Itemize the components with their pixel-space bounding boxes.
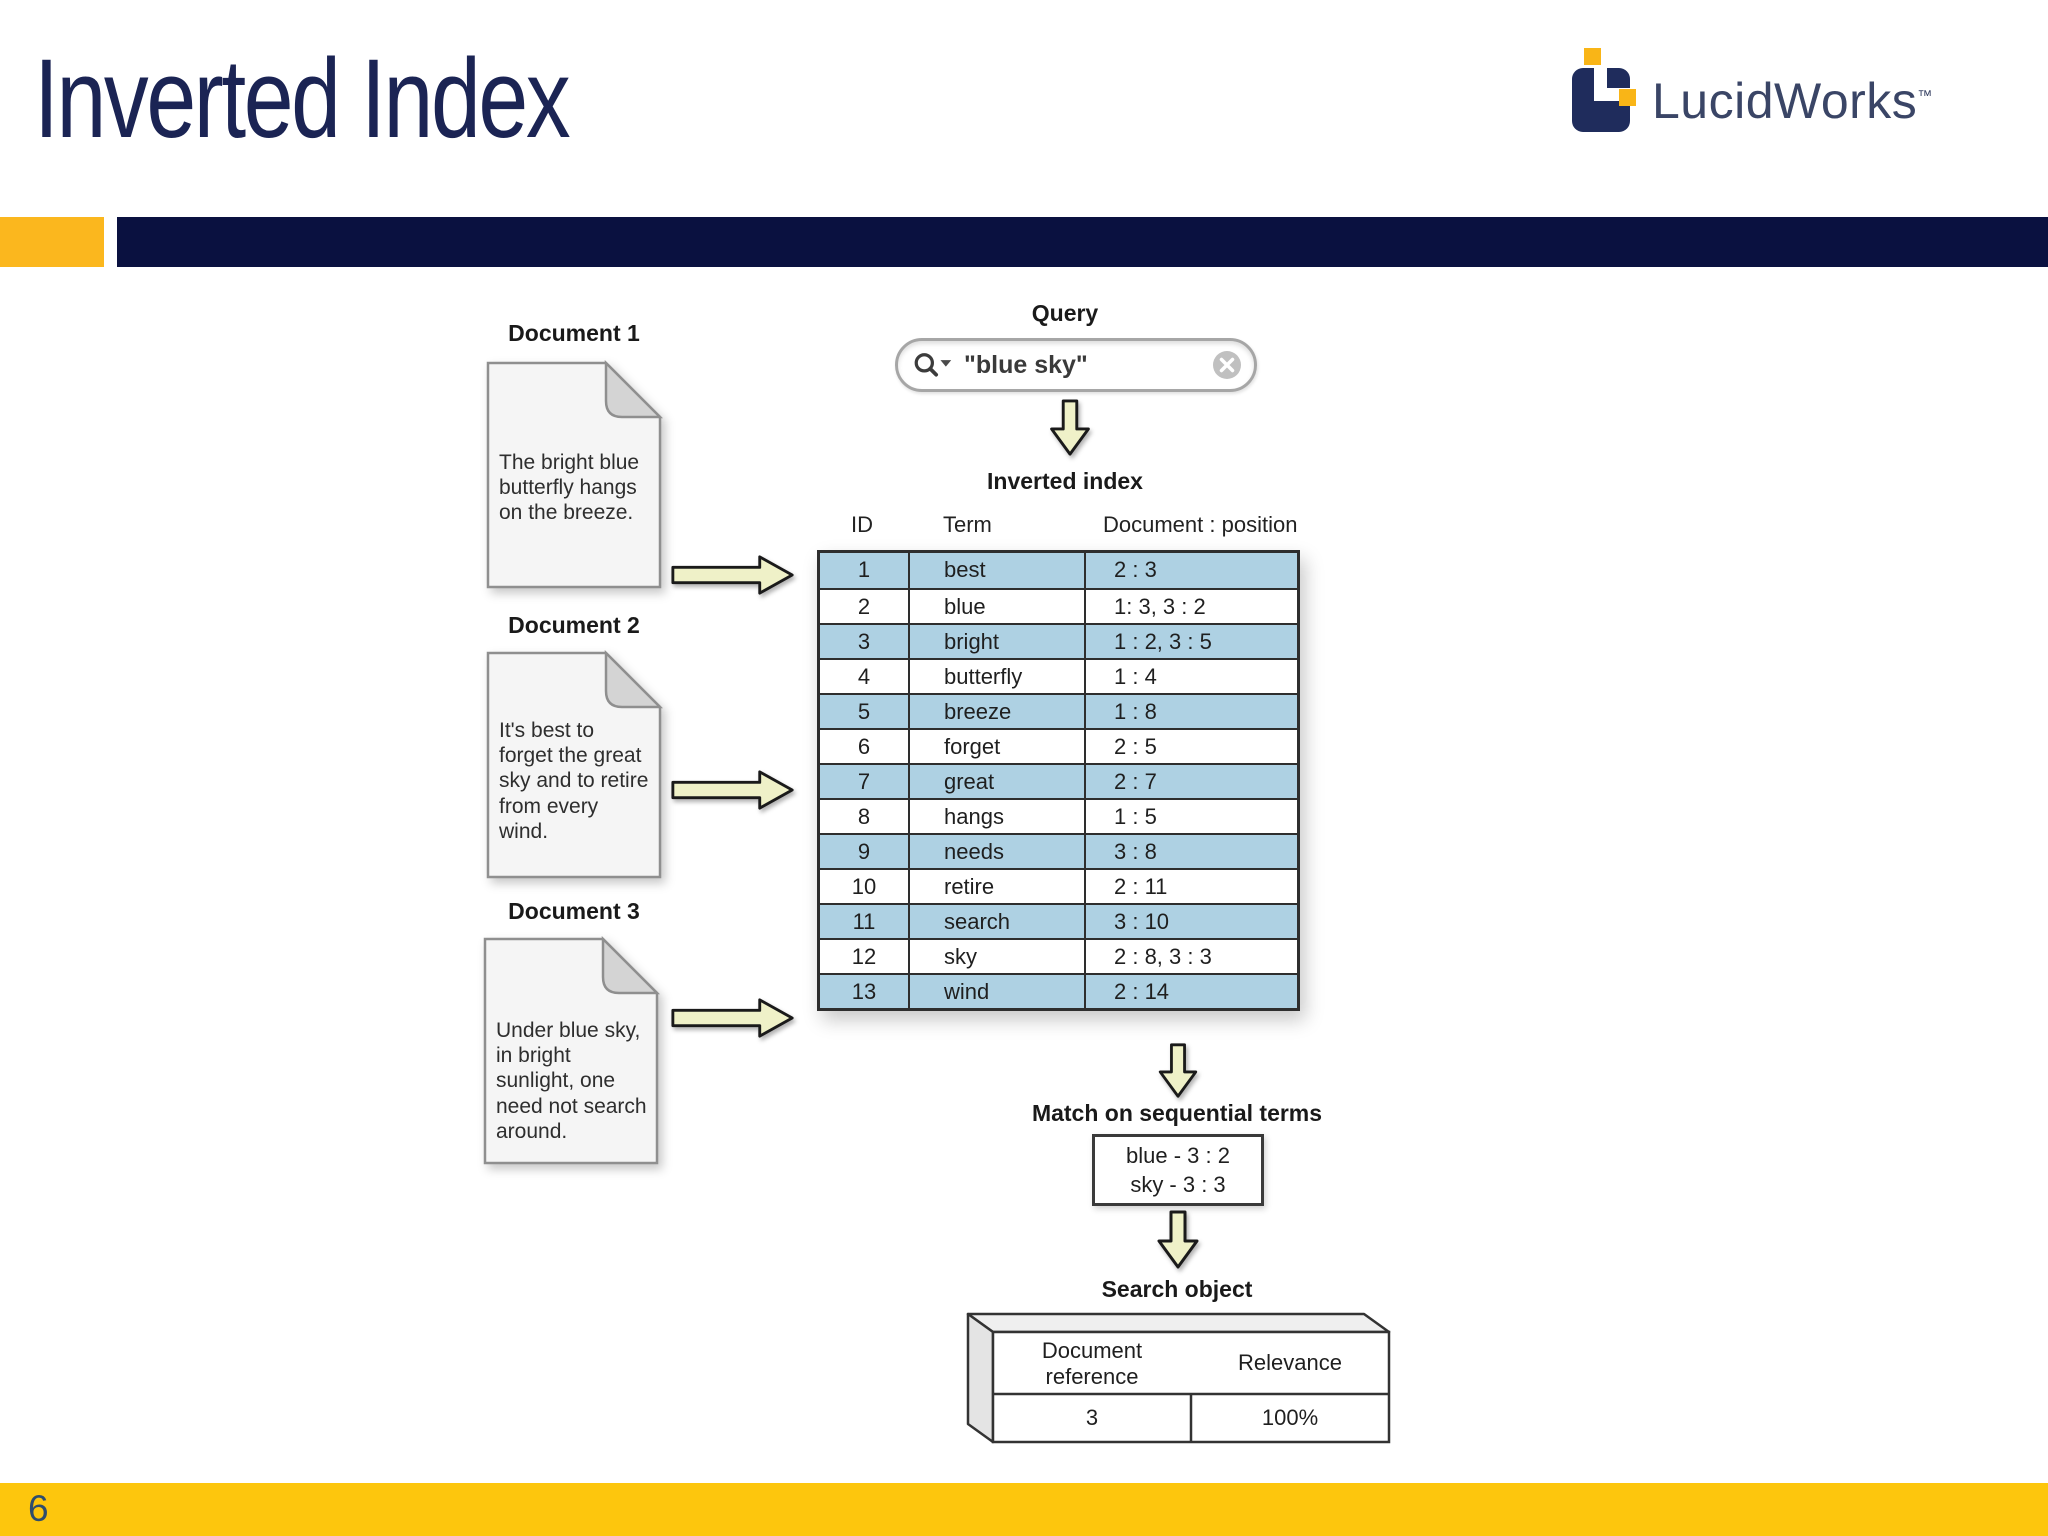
document-icon xyxy=(486,360,663,589)
page-title: Inverted Index xyxy=(34,36,571,161)
cell-term: best xyxy=(908,553,1084,588)
document-3-text: Under blue sky, in bright sunlight, one … xyxy=(496,1019,647,1143)
match-result-box: blue - 3 : 2 sky - 3 : 3 xyxy=(1092,1134,1264,1206)
cell-term: needs xyxy=(908,835,1084,868)
search-input[interactable]: "blue sky" xyxy=(895,338,1257,392)
clear-icon[interactable] xyxy=(1212,350,1242,380)
cell-positions: 2 : 7 xyxy=(1084,765,1297,798)
cell-positions: 1 : 2, 3 : 5 xyxy=(1084,625,1297,658)
cell-id: 5 xyxy=(857,699,871,724)
trademark-symbol: ™ xyxy=(1917,87,1933,105)
search-object-label: Search object xyxy=(1101,1276,1253,1302)
cell-id: 12 xyxy=(851,944,877,969)
cell-term: hangs xyxy=(908,800,1084,833)
search-icon xyxy=(914,353,952,377)
lucidworks-logo-icon xyxy=(1572,48,1636,132)
flow-arrow-down-icon xyxy=(1158,1043,1198,1098)
cell-term: retire xyxy=(908,870,1084,903)
cell-id: 8 xyxy=(857,804,871,829)
cell-positions: 1 : 8 xyxy=(1084,695,1297,728)
document-icon xyxy=(486,650,663,879)
search-object-col-document-reference: Document reference xyxy=(1041,1338,1143,1389)
document-1-text: The bright blue butterfly hangs on the b… xyxy=(499,451,640,525)
flow-arrow-down-icon xyxy=(1050,399,1090,456)
cell-id: 2 xyxy=(857,594,871,619)
document-2: It's best to forget the great sky and to… xyxy=(485,650,663,880)
document-3: Under blue sky, in bright sunlight, one … xyxy=(482,936,660,1166)
cell-term: wind xyxy=(908,975,1084,1008)
cell-term: sky xyxy=(908,940,1084,973)
search-object-col-relevance: Relevance xyxy=(1238,1350,1342,1375)
flow-arrow-right-icon xyxy=(671,998,794,1038)
cell-positions: 2 : 11 xyxy=(1084,870,1297,903)
cell-positions: 3 : 10 xyxy=(1084,905,1297,938)
cell-id: 1 xyxy=(857,557,871,582)
cell-positions: 2 : 5 xyxy=(1084,730,1297,763)
cell-positions: 1 : 4 xyxy=(1084,660,1297,693)
footer-bar: 6 xyxy=(0,1483,2048,1536)
cell-positions: 1 : 5 xyxy=(1084,800,1297,833)
column-header-id: ID xyxy=(851,512,873,537)
cell-id: 3 xyxy=(857,629,871,654)
inverted-index-label: Inverted index xyxy=(987,468,1143,494)
document-3-label: Document 3 xyxy=(508,898,640,924)
cell-positions: 2 : 8, 3 : 3 xyxy=(1084,940,1297,973)
cell-term: search xyxy=(908,905,1084,938)
cell-term: blue xyxy=(908,590,1084,623)
cell-positions: 2 : 3 xyxy=(1084,553,1297,588)
search-object-value-document: 3 xyxy=(1085,1405,1099,1430)
cell-term: breeze xyxy=(908,695,1084,728)
search-query-text: "blue sky" xyxy=(964,350,1088,379)
cell-id: 7 xyxy=(857,769,871,794)
cell-id: 10 xyxy=(851,874,877,899)
cell-term: great xyxy=(908,765,1084,798)
search-object-box xyxy=(966,1312,1391,1444)
cell-id: 4 xyxy=(857,664,871,689)
flow-arrow-down-icon xyxy=(1157,1210,1199,1269)
match-line: sky - 3 : 3 xyxy=(1130,1172,1226,1197)
search-object-value-relevance: 100% xyxy=(1261,1405,1319,1430)
cell-term: bright xyxy=(908,625,1084,658)
document-1-label: Document 1 xyxy=(508,320,640,346)
cell-positions: 2 : 14 xyxy=(1084,975,1297,1008)
cell-id: 9 xyxy=(857,839,871,864)
accent-bar-yellow xyxy=(0,217,104,267)
page-number: 6 xyxy=(28,1488,49,1529)
cell-id: 13 xyxy=(851,979,877,1004)
logo-wordmark: LucidWorks™ xyxy=(1652,73,1933,129)
cell-positions: 3 : 8 xyxy=(1084,835,1297,868)
match-label: Match on sequential terms xyxy=(1031,1100,1323,1126)
column-header-term: Term xyxy=(943,512,992,537)
match-line: blue - 3 : 2 xyxy=(1126,1143,1230,1168)
cell-term: forget xyxy=(908,730,1084,763)
cell-id: 11 xyxy=(852,909,876,934)
accent-bar-navy xyxy=(117,217,2048,267)
query-label: Query xyxy=(1031,300,1099,326)
flow-arrow-right-icon xyxy=(671,770,794,810)
document-2-text: It's best to forget the great sky and to… xyxy=(499,719,649,843)
document-2-label: Document 2 xyxy=(508,612,640,638)
cell-positions: 1: 3, 3 : 2 xyxy=(1084,590,1297,623)
flow-arrow-right-icon xyxy=(671,555,794,595)
cell-id: 6 xyxy=(857,734,871,759)
lucidworks-logo: LucidWorks™ xyxy=(1572,46,1933,134)
column-header-position: Document : position xyxy=(1103,512,1298,537)
document-icon xyxy=(483,936,660,1165)
cell-term: butterfly xyxy=(908,660,1084,693)
document-1: The bright blue butterfly hangs on the b… xyxy=(485,360,663,590)
